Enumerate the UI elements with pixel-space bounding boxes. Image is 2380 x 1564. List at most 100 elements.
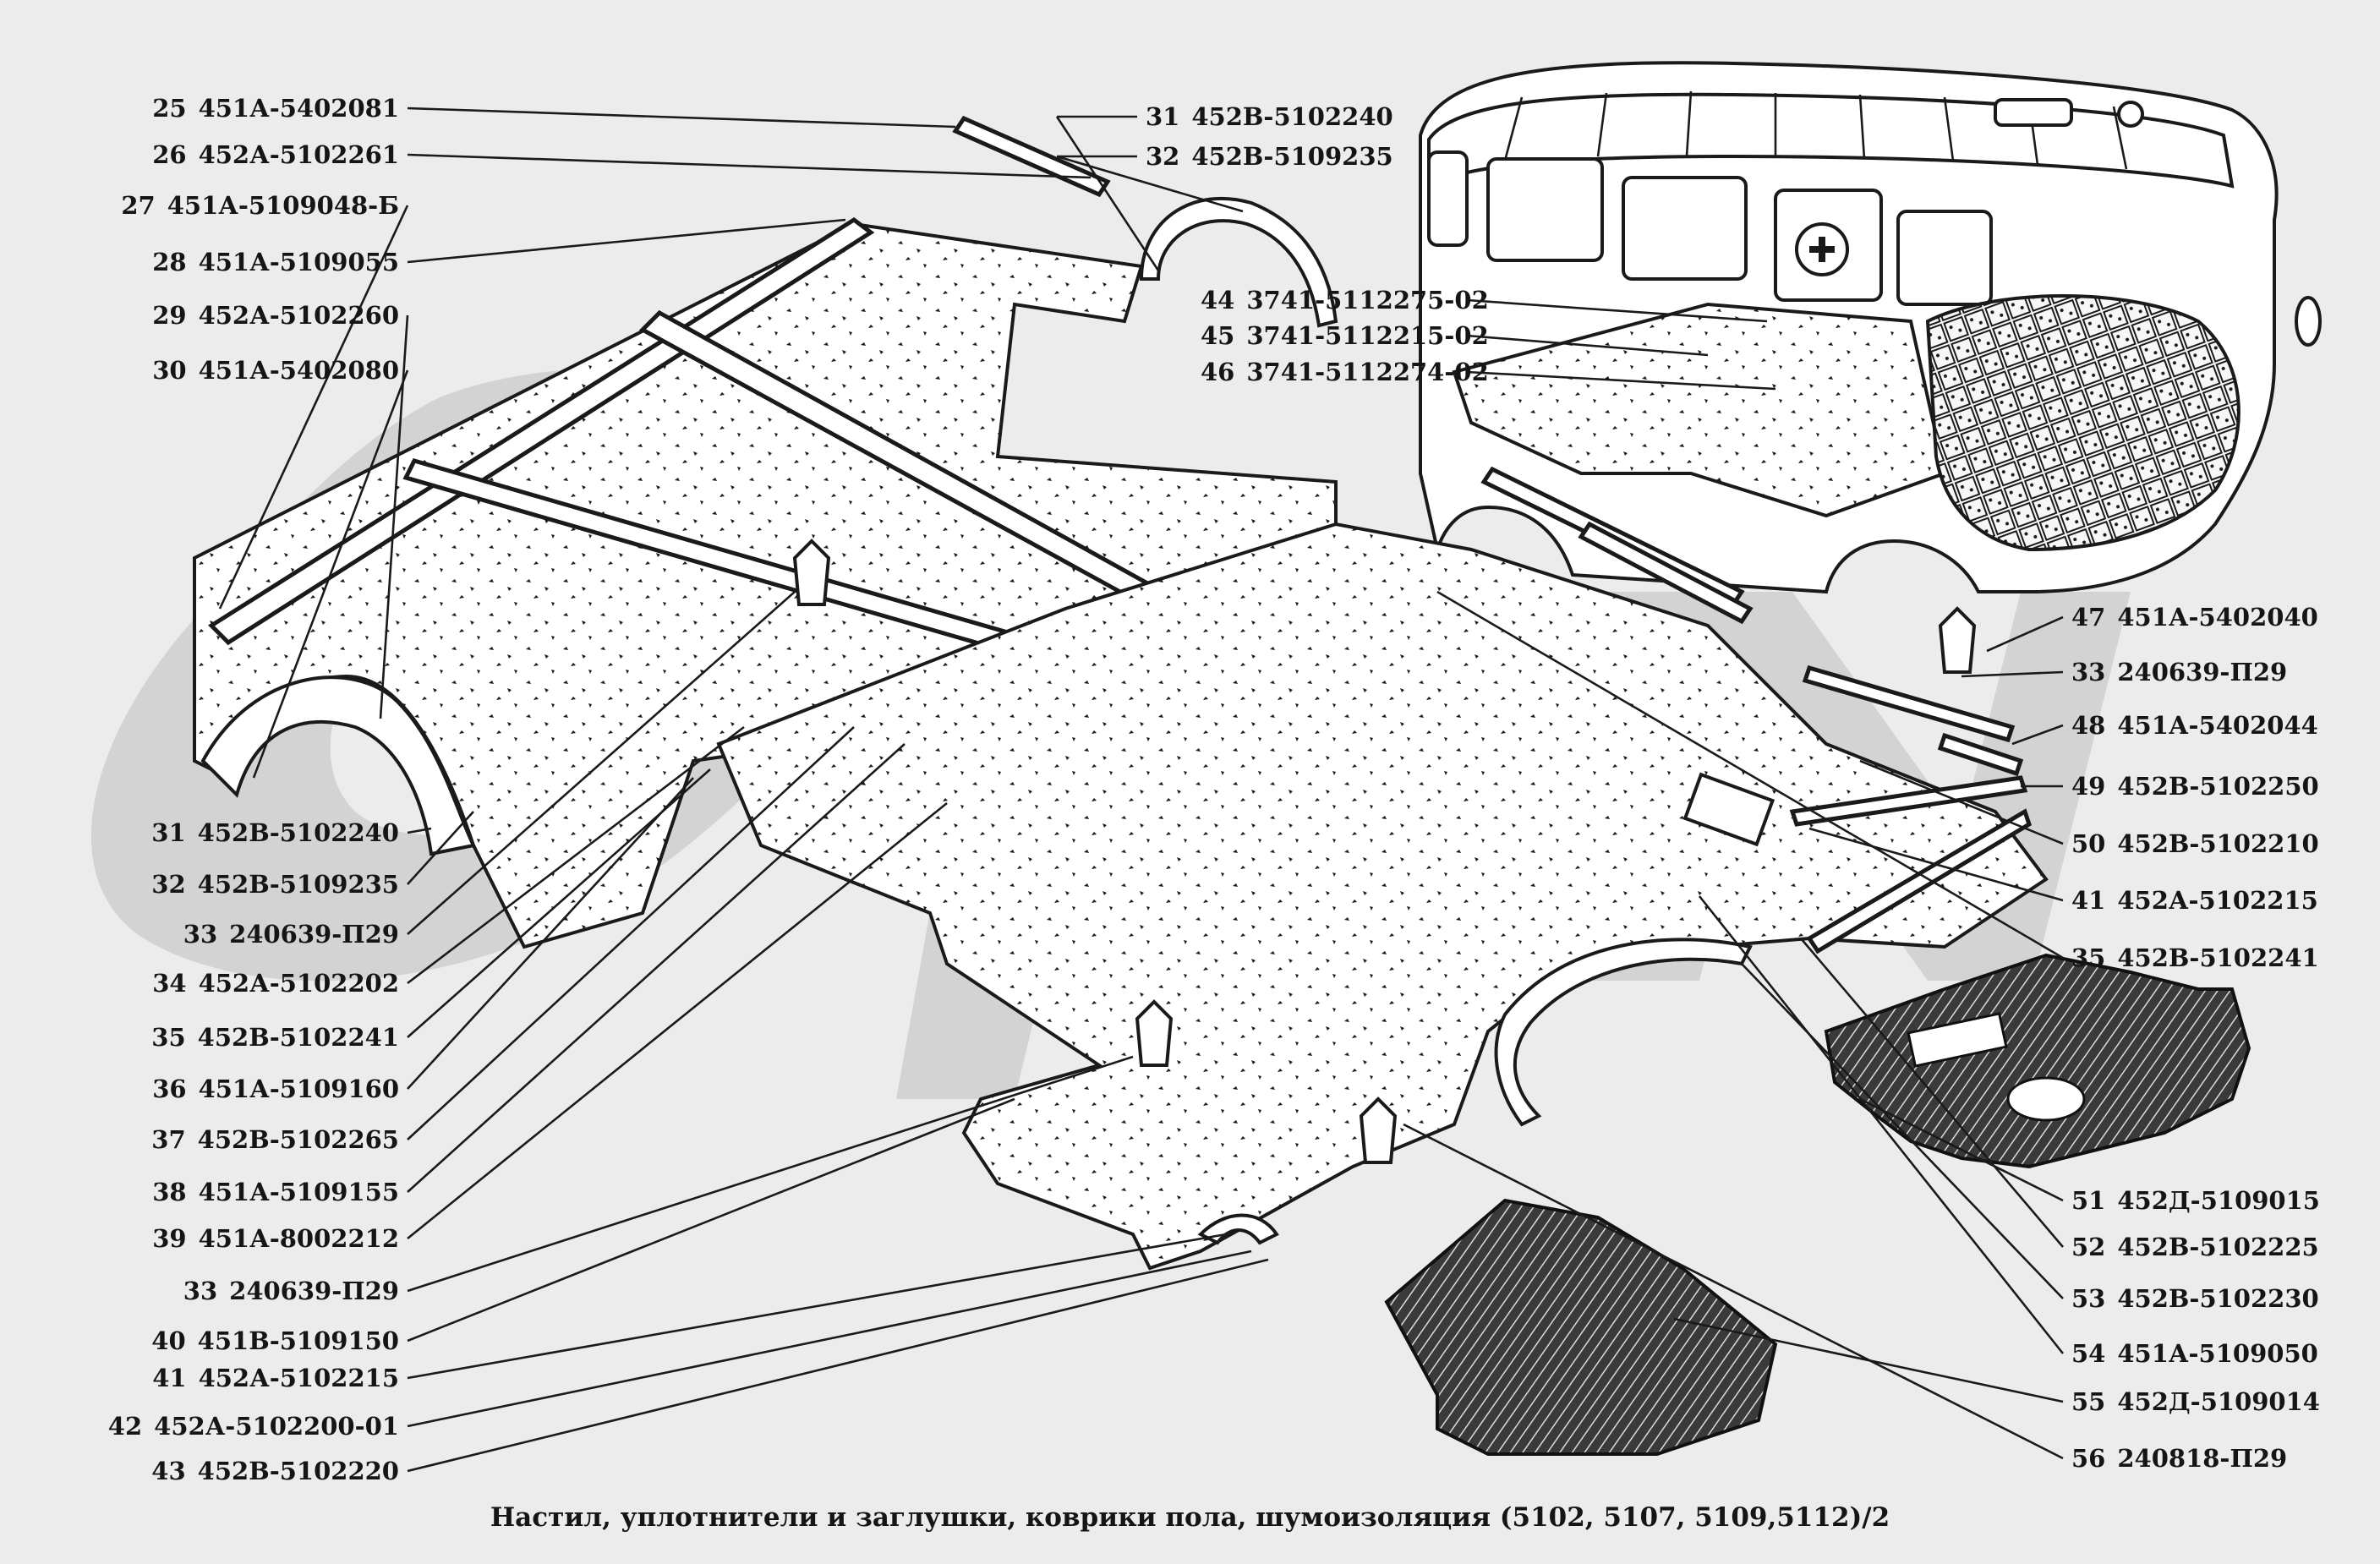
floor-mat-front <box>1384 1198 1778 1456</box>
part-number: 29 <box>152 301 187 330</box>
part-code: 240639-П29 <box>229 920 399 949</box>
part-number: 31 <box>151 818 186 847</box>
part-label: 41 452А-5102215 <box>2071 886 2318 915</box>
leader-line <box>1741 963 2064 1299</box>
leader-line <box>1436 590 2064 960</box>
part-label: 28 451А-5109055 <box>152 248 399 276</box>
part-code: 452А-5102200-01 <box>154 1412 399 1441</box>
part-number: 56 <box>2071 1444 2106 1473</box>
leader-line <box>1859 759 2064 845</box>
part-number: 26 <box>152 140 187 169</box>
leader-line <box>407 1258 1269 1473</box>
leader-line <box>2011 724 2064 746</box>
leader-line <box>407 1097 1015 1343</box>
part-number: 32 <box>151 870 186 899</box>
van-illustration <box>1419 61 2322 594</box>
part-code: 3741-5112215-02 <box>1246 321 1489 350</box>
part-number: 33 <box>183 1277 218 1305</box>
fasteners <box>792 539 1977 1164</box>
leader-line <box>407 801 948 1240</box>
part-code: 451В-5109150 <box>197 1326 399 1355</box>
part-number: 53 <box>2071 1284 2106 1313</box>
part-code: 452В-5102265 <box>197 1125 399 1154</box>
part-code: 451А-5402040 <box>2117 603 2318 632</box>
part-code: 452В-5102240 <box>197 818 399 847</box>
diagram-caption: Настил, уплотнители и заглушки, коврики … <box>490 1502 1890 1533</box>
leader-line <box>407 1250 1252 1428</box>
part-number: 43 <box>151 1457 186 1485</box>
leader-line <box>407 726 855 1140</box>
part-code: 240818-П29 <box>2117 1444 2288 1473</box>
part-label: 56 240818-П29 <box>2071 1444 2287 1473</box>
part-label: 41 452А-5102215 <box>152 1364 399 1392</box>
part-code: 452А-5102215 <box>198 1364 399 1392</box>
leader-line <box>1466 334 1709 357</box>
part-code: 240639-П29 <box>2117 658 2288 686</box>
part-number: 39 <box>152 1224 187 1253</box>
leader-line <box>1808 827 2064 902</box>
part-code: 451А-8002212 <box>198 1224 399 1253</box>
part-number: 47 <box>2071 603 2106 632</box>
part-number: 37 <box>151 1125 186 1154</box>
part-number: 35 <box>151 1023 186 1052</box>
part-number: 25 <box>152 94 187 123</box>
part-code: 452Д-5109014 <box>2117 1387 2320 1416</box>
part-number: 54 <box>2071 1339 2106 1368</box>
part-number: 52 <box>2071 1233 2106 1261</box>
leader-line <box>407 591 796 935</box>
floor-mat-right <box>1824 953 2251 1169</box>
leader-line <box>407 725 745 985</box>
floor-panel-front <box>716 522 2049 1271</box>
leader-line <box>1961 670 2064 678</box>
part-code: 452В-5102240 <box>1191 102 1393 131</box>
part-number: 46 <box>1201 358 1235 386</box>
leader-line <box>1055 116 1160 271</box>
part-code: 452А-5102261 <box>198 140 399 169</box>
leader-line <box>407 107 956 129</box>
part-code: 451А-5402044 <box>2117 711 2318 740</box>
part-number: 28 <box>152 248 187 276</box>
part-code: 452А-5102260 <box>198 301 399 330</box>
part-number: 50 <box>2071 829 2106 858</box>
leader-line <box>407 218 846 264</box>
leader-line <box>1466 370 1776 391</box>
part-code: 452В-5102241 <box>2117 943 2319 972</box>
part-code: 452В-5109235 <box>1191 142 1393 171</box>
part-number: 41 <box>152 1364 187 1392</box>
part-number: 48 <box>2071 711 2106 740</box>
part-code: 451А-5109055 <box>198 248 399 276</box>
part-number: 41 <box>2071 886 2106 915</box>
leader-lines <box>218 107 2065 1473</box>
part-label: 31 452В-5102240 <box>151 818 399 847</box>
part-label: 29 452А-5102260 <box>152 301 399 330</box>
part-code: 452Д-5109015 <box>2117 1186 2320 1215</box>
leader-line <box>407 1055 1134 1293</box>
part-number: 35 <box>2071 943 2106 972</box>
part-label: 26 452А-5102261 <box>152 140 399 169</box>
part-label: 39 451А-8002212 <box>152 1224 399 1253</box>
part-code: 451А-5109160 <box>198 1075 399 1103</box>
part-code: 452А-5102215 <box>2117 886 2318 915</box>
part-number: 30 <box>152 356 187 385</box>
leader-line <box>1986 615 2064 653</box>
part-number: 33 <box>2071 658 2106 686</box>
